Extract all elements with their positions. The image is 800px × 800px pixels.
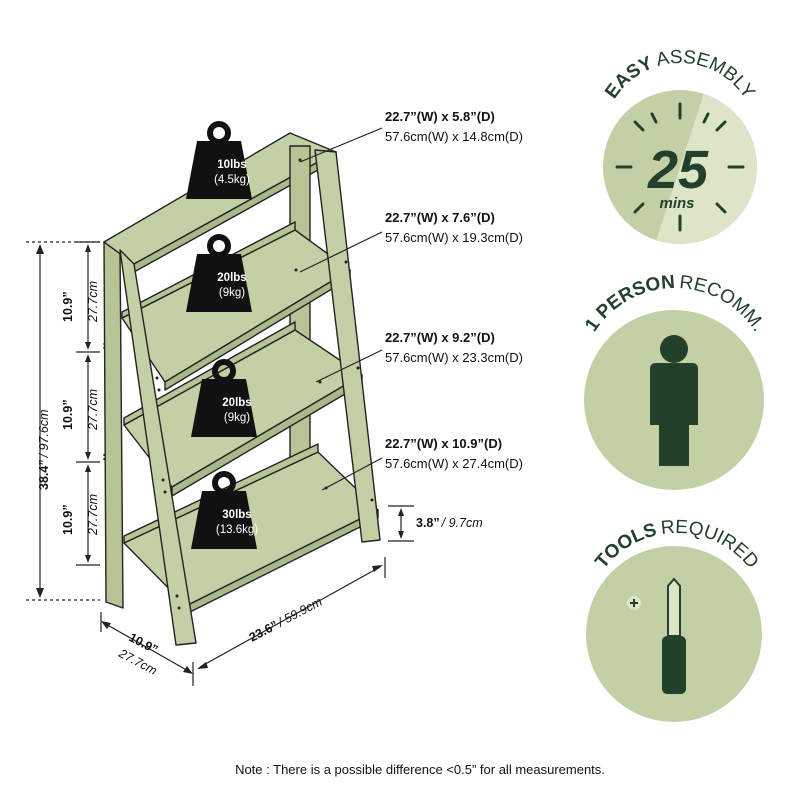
weight-lbs: 20lbs [217,272,246,284]
width-label: 23.6”/ 59.9cm [247,594,325,644]
leader-lines [299,127,383,491]
width-dimension [197,557,386,669]
weight-kg: (13.6kg) [216,524,258,536]
weight-kg: (9kg) [219,287,245,299]
shelf-dim-3: 22.7”(W) x 9.2”(D) 57.6cm(W) x 23.3cm(D) [385,330,523,365]
clearance-dimension [388,505,414,542]
shelf-dim-4: 22.7”(W) x 10.9”(D) 57.6cm(W) x 27.4cm(D… [385,436,523,471]
dim-imperial: 22.7”(W) x 7.6”(D) [385,210,495,225]
spacing-1-metric: 27.7cm [86,281,100,323]
dim-imperial: 22.7”(W) x 5.8”(D) [385,109,495,124]
clock-remaining-segment [656,93,757,244]
spacing-3-metric: 27.7cm [86,494,100,536]
spacing-dimension [76,241,105,566]
weight-tag-4: 30lbs (13.6kg) [191,471,258,549]
dim-metric: 57.6cm(W) x 27.4cm(D) [385,456,523,471]
dim-imperial: 22.7”(W) x 10.9”(D) [385,436,502,451]
spacing-2-metric: 27.7cm [86,389,100,431]
left-front-leg [119,249,197,646]
assembly-unit: mins [659,195,694,212]
depth-dimension [100,612,194,686]
shelf-dim-1: 22.7”(W) x 5.8”(D) 57.6cm(W) x 14.8cm(D) [385,109,523,144]
measurement-note: Note : There is a possible difference <0… [235,762,605,777]
weight-kg: (4.5kg) [214,174,250,186]
assembly-badge: 25 mins EASYASSEMBLY [601,47,759,244]
shelf-dim-2: 22.7”(W) x 7.6”(D) 57.6cm(W) x 19.3cm(D) [385,210,523,245]
weight-lbs: 10lbs [217,159,246,171]
dim-imperial: 22.7”(W) x 9.2”(D) [385,330,495,345]
dim-metric: 57.6cm(W) x 14.8cm(D) [385,129,523,144]
weight-lbs: 20lbs [222,397,251,409]
dim-metric: 57.6cm(W) x 19.3cm(D) [385,230,523,245]
weight-lbs: 30lbs [222,509,251,521]
assembly-time: 25 [647,140,709,200]
rear-left-leg [103,241,124,609]
height-label: 38.4”/ 97.6cm [37,409,51,490]
weight-tag-2: 20lbs (9kg) [186,234,252,312]
spacing-2-imperial: 10.9” [61,399,75,430]
spacing-3-imperial: 10.9” [61,504,75,535]
person-icon [650,335,698,466]
clearance-label: 3.8”/ 9.7cm [416,516,483,530]
tools-badge: TOOLSREQUIRED [586,517,763,722]
plus-icon [627,596,641,610]
weight-tag-1: 10lbs (4.5kg) [186,121,252,199]
spacing-1-imperial: 10.9” [61,291,75,322]
dim-metric: 57.6cm(W) x 23.3cm(D) [385,350,523,365]
right-front-leg [314,149,381,543]
weight-kg: (9kg) [224,412,250,424]
clock-icon [615,102,745,232]
screwdriver-icon [662,577,686,694]
weight-tag-3: 20lbs (9kg) [191,359,257,437]
